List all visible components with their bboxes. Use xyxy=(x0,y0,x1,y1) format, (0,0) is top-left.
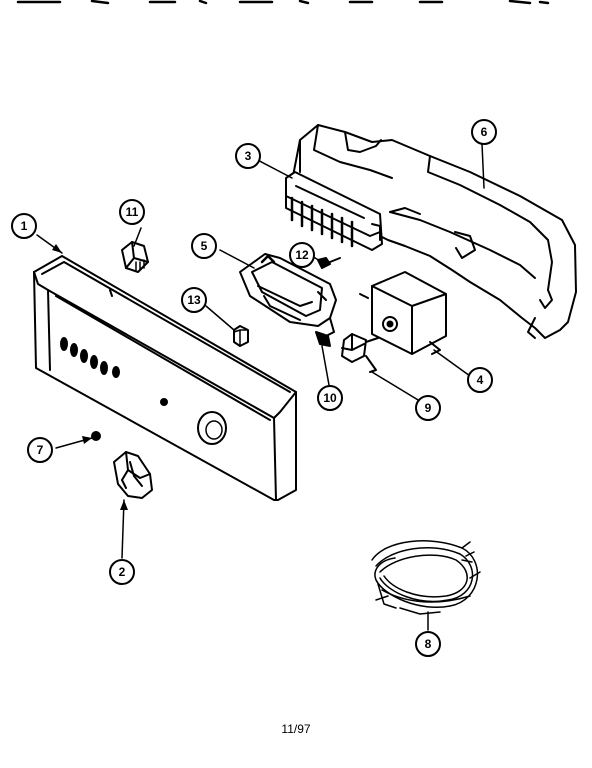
callout-circle-1 xyxy=(11,213,37,239)
part-5-bracket xyxy=(239,253,337,337)
callout-circle-9 xyxy=(415,395,441,421)
callout-numbers: 1 2 3 4 5 6 7 8 9 10 11 12 13 xyxy=(21,125,488,651)
callout-4: 4 xyxy=(477,373,484,387)
part-3-switch-bank xyxy=(285,171,383,251)
callout-circle-6 xyxy=(471,119,497,145)
callout-circle-4 xyxy=(467,367,493,393)
callout-9: 9 xyxy=(425,401,432,415)
callout-12: 12 xyxy=(295,248,309,262)
part-6-rear-housing xyxy=(292,124,577,339)
callout-10: 10 xyxy=(323,391,337,405)
button-holes xyxy=(60,337,120,378)
leader-arrowheads xyxy=(52,244,128,510)
part-10-switch xyxy=(315,331,331,347)
callout-8: 8 xyxy=(425,637,432,651)
part-4-timer xyxy=(359,271,447,355)
callout-11: 11 xyxy=(126,205,139,219)
callout-3: 3 xyxy=(245,149,252,163)
callout-1: 1 xyxy=(21,219,28,233)
callout-circle-8 xyxy=(415,631,441,657)
part-8-wire-harness xyxy=(371,540,481,615)
callout-circles xyxy=(11,119,497,657)
part-11-button-insert xyxy=(121,241,149,273)
part-12-screw xyxy=(317,257,341,269)
callout-circle-13 xyxy=(181,287,207,313)
callout-circle-2 xyxy=(109,559,135,585)
callout-circle-12 xyxy=(289,242,315,268)
callout-7: 7 xyxy=(37,443,44,457)
part-2-knob xyxy=(113,451,153,499)
callout-circle-11 xyxy=(119,199,145,225)
part-13-block xyxy=(233,325,249,347)
callout-13: 13 xyxy=(187,293,201,307)
part-7-screw xyxy=(91,431,101,441)
callout-circle-7 xyxy=(27,437,53,463)
callout-2: 2 xyxy=(119,565,126,579)
callout-circle-5 xyxy=(191,233,217,259)
top-edge-marks xyxy=(16,0,550,5)
part-1-control-panel xyxy=(33,255,297,501)
footer-date: 11/97 xyxy=(281,722,311,736)
callout-circle-10 xyxy=(317,385,343,411)
callout-5: 5 xyxy=(201,239,208,253)
callout-circle-3 xyxy=(235,143,261,169)
callout-6: 6 xyxy=(481,125,488,139)
